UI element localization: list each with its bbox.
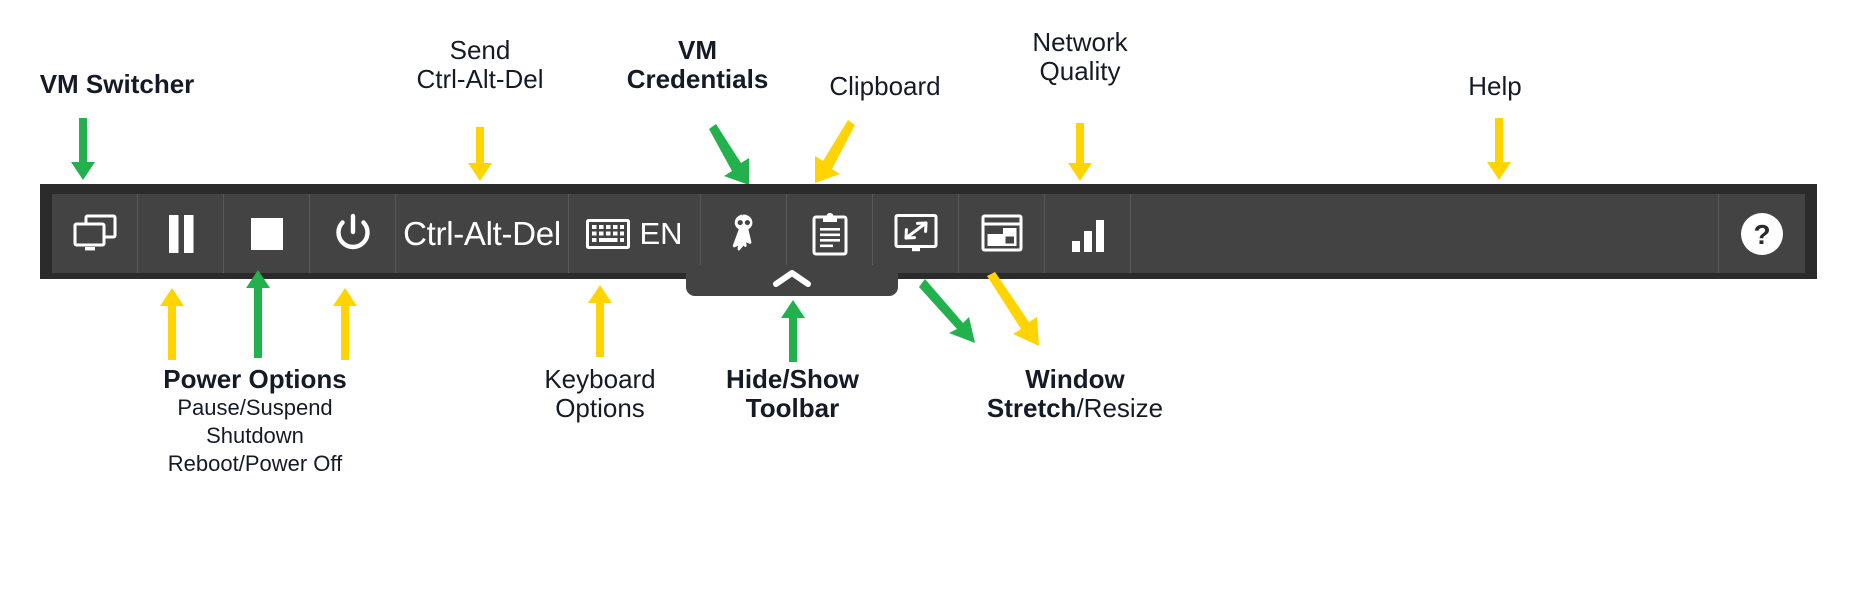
label-network-line2: Quality xyxy=(1039,56,1121,87)
label-power-options-title: Power Options xyxy=(163,364,347,394)
label-power-options-sub3: Reboot/Power Off xyxy=(167,451,343,477)
label-hide-show-line1: Hide/Show xyxy=(726,364,859,394)
label-power-options-sub2: Shutdown xyxy=(206,423,304,449)
label-send-line2: Ctrl-Alt-Del xyxy=(416,64,544,95)
stop-square-icon xyxy=(250,217,283,250)
toolbar-button-keyboard-options[interactable]: EN xyxy=(569,194,701,273)
label-window-stretch-word: Stretch xyxy=(986,393,1077,424)
arrow-help-yellow xyxy=(1484,118,1514,180)
hide-show-toolbar-tab[interactable] xyxy=(686,265,898,296)
monitor-windows-icon xyxy=(72,214,118,254)
arrow-ctrl-alt-del-yellow xyxy=(465,127,495,181)
keyboard-language-label: EN xyxy=(639,215,683,251)
arrow-clipboard-yellow xyxy=(805,118,861,190)
label-window-line2: Stretch/Resize xyxy=(875,394,1275,423)
monitor-expand-icon xyxy=(894,213,938,254)
label-vm-switcher: VM Switcher xyxy=(22,69,212,99)
clipboard-icon xyxy=(812,212,848,256)
label-vm-credentials: VM Credentials xyxy=(600,35,795,95)
arrow-network-quality-yellow xyxy=(1065,123,1095,181)
arrow-window-stretch-green xyxy=(915,275,983,350)
label-hide-show-toolbar: Hide/Show Toolbar xyxy=(660,364,925,424)
label-network-quality: Network Quality xyxy=(980,27,1180,87)
arrow-power-off-yellow xyxy=(330,288,360,360)
arrow-hide-show-toolbar-green xyxy=(778,300,808,362)
toolbar-button-pause-suspend[interactable] xyxy=(138,194,224,273)
label-clipboard: Clipboard xyxy=(790,71,980,101)
window-resize-icon xyxy=(981,214,1023,254)
toolbar-button-window-stretch[interactable] xyxy=(873,194,959,273)
label-vm-credentials-line2: Credentials xyxy=(626,64,769,95)
toolbar-button-clipboard[interactable] xyxy=(787,194,873,273)
label-hide-show-line2: Toolbar xyxy=(745,393,840,424)
toolbar-spacer xyxy=(1131,194,1719,273)
label-send-line1: Send xyxy=(449,35,511,65)
arrow-vm-credentials-green xyxy=(703,122,759,192)
arrow-vm-switcher-green xyxy=(68,118,98,180)
toolbar-button-vm-switcher[interactable] xyxy=(52,194,138,273)
label-window-resize-word: /Resize xyxy=(1076,393,1164,424)
label-window-line1: Window xyxy=(1025,364,1125,394)
toolbar-button-help[interactable]: ? xyxy=(1719,194,1805,273)
label-network-line1: Network xyxy=(1032,27,1128,57)
label-vm-credentials-line1: VM xyxy=(678,35,717,65)
label-keyboard-options-line2: Options xyxy=(555,393,645,424)
label-vm-switcher-line1: VM Switcher xyxy=(39,69,195,99)
question-circle-icon: ? xyxy=(1740,212,1784,256)
arrow-shutdown-green xyxy=(243,270,273,358)
label-clipboard-line1: Clipboard xyxy=(829,71,941,101)
vm-toolbar: Ctrl-Alt-Del xyxy=(52,194,1805,273)
ctrl-alt-del-label: Ctrl-Alt-Del xyxy=(403,214,561,252)
svg-text:?: ? xyxy=(1753,219,1770,250)
label-power-options-sub1: Pause/Suspend xyxy=(177,395,333,421)
arrow-window-resize-yellow xyxy=(985,272,1055,350)
label-help: Help xyxy=(1400,71,1590,101)
toolbar-button-vm-credentials[interactable] xyxy=(701,194,787,273)
signal-bars-icon xyxy=(1070,216,1106,252)
keyboard-icon xyxy=(586,218,631,249)
label-keyboard-options: Keyboard Options xyxy=(455,364,745,424)
label-help-line1: Help xyxy=(1468,71,1522,101)
arrow-keyboard-options-yellow xyxy=(585,285,615,357)
label-keyboard-options-line1: Keyboard xyxy=(544,364,656,394)
label-power-options: Power Options Pause/Suspend Shutdown Reb… xyxy=(60,364,450,479)
keys-icon xyxy=(724,213,764,255)
chevron-up-icon xyxy=(772,268,812,293)
toolbar-button-network-quality[interactable] xyxy=(1045,194,1131,273)
toolbar-button-shutdown[interactable] xyxy=(224,194,310,273)
toolbar-button-window-resize[interactable] xyxy=(959,194,1045,273)
toolbar-button-power-off[interactable] xyxy=(310,194,396,273)
label-window-stretch-resize: Window Stretch/Resize xyxy=(875,364,1275,423)
label-send-ctrl-alt-del: Send Ctrl-Alt-Del xyxy=(380,35,580,95)
arrow-pause-yellow xyxy=(157,288,187,360)
toolbar-button-ctrl-alt-del[interactable]: Ctrl-Alt-Del xyxy=(396,194,569,273)
power-icon xyxy=(333,213,373,255)
pause-icon xyxy=(166,214,196,253)
